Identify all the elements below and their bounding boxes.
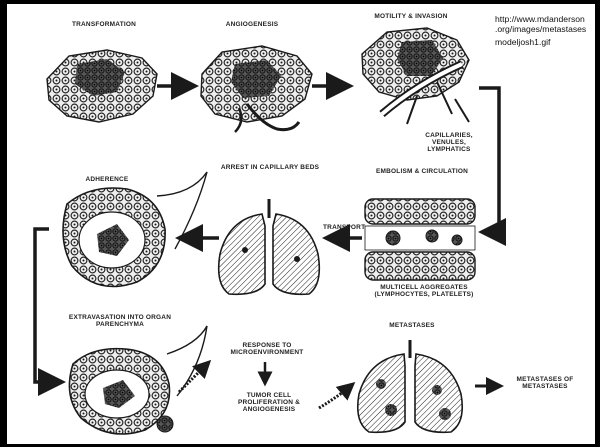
embolism-vessel	[365, 199, 475, 280]
label-metastases-of-metastases: Metastases of metastases	[505, 376, 585, 390]
invasion-tissue	[362, 28, 469, 124]
source-url-line1: http://www.mdanderson	[495, 14, 585, 24]
diagram-panel: http://www.mdanderson .org/images/metast…	[7, 4, 595, 444]
label-extravasation: Extravasation into organ parenchyma	[65, 314, 175, 328]
lungs-metastases	[358, 340, 463, 432]
label-capillaries: Capillaries, Venules, Lymphatics	[411, 132, 487, 153]
lungs-arrest	[219, 199, 320, 294]
label-proliferation: Tumor cell proliferation & angiogenesis	[221, 392, 317, 413]
label-transformation: Transformation	[59, 21, 149, 28]
label-motility-invasion: Motility & Invasion	[359, 13, 463, 20]
label-metastases: Metastases	[367, 322, 457, 329]
label-multicell: Multicell aggregates (lymphocytes, plate…	[369, 284, 479, 298]
label-angiogenesis: Angiogenesis	[207, 21, 297, 28]
label-response: Response to microenvironment	[212, 342, 322, 356]
label-transport: Transport	[323, 224, 363, 231]
source-url-line2: .org/images/metastases	[495, 24, 586, 34]
transformation-tissue	[47, 50, 157, 122]
source-filename: modeljosh1.gif	[495, 37, 550, 47]
label-adherence: Adherence	[67, 176, 147, 183]
angiogenesis-tissue	[201, 46, 312, 132]
label-embolism: Embolism & Circulation	[372, 168, 472, 175]
label-arrest: Arrest in Capillary Beds	[220, 164, 320, 171]
adherence-vessel	[63, 172, 207, 286]
extravasation-vessel	[69, 326, 207, 434]
